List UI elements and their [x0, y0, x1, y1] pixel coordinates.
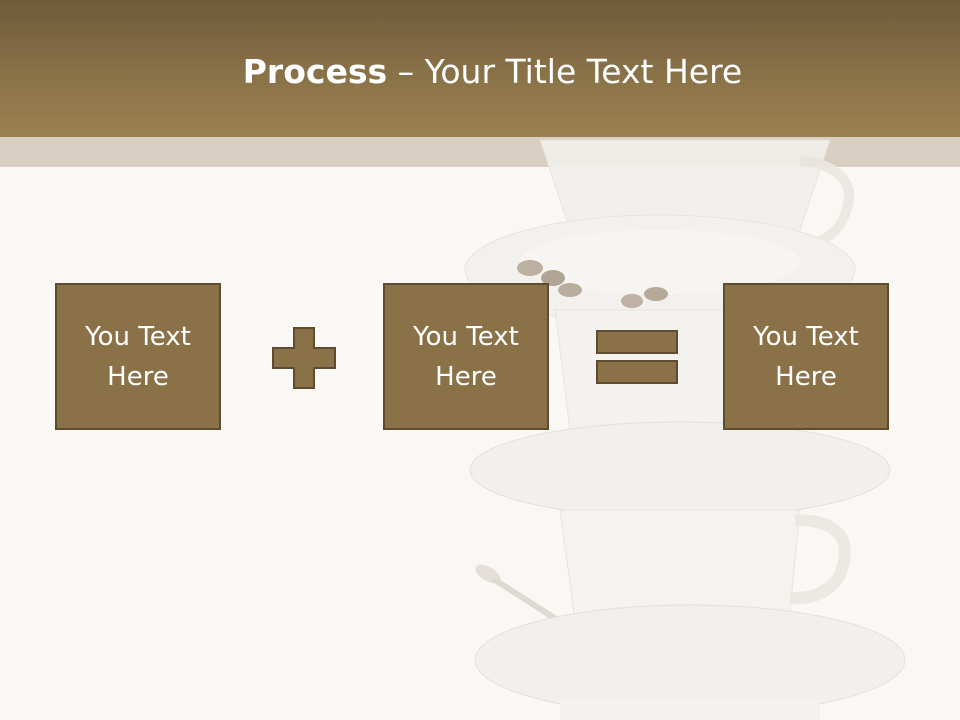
process-box-1-label: You Text Here: [85, 321, 191, 392]
plus-icon: [272, 327, 336, 389]
title-rest: – Your Title Text Here: [387, 52, 743, 91]
process-box-2: You Text Here: [383, 283, 549, 430]
title-bar: [0, 0, 960, 137]
process-box-2-label: You Text Here: [413, 321, 519, 392]
process-box-3: You Text Here: [723, 283, 889, 430]
process-box-1: You Text Here: [55, 283, 221, 430]
equals-icon: [596, 330, 678, 384]
slide-title: Process – Your Title Text Here: [0, 52, 960, 91]
title-bold: Process: [242, 52, 388, 91]
process-box-3-label: You Text Here: [753, 321, 859, 392]
